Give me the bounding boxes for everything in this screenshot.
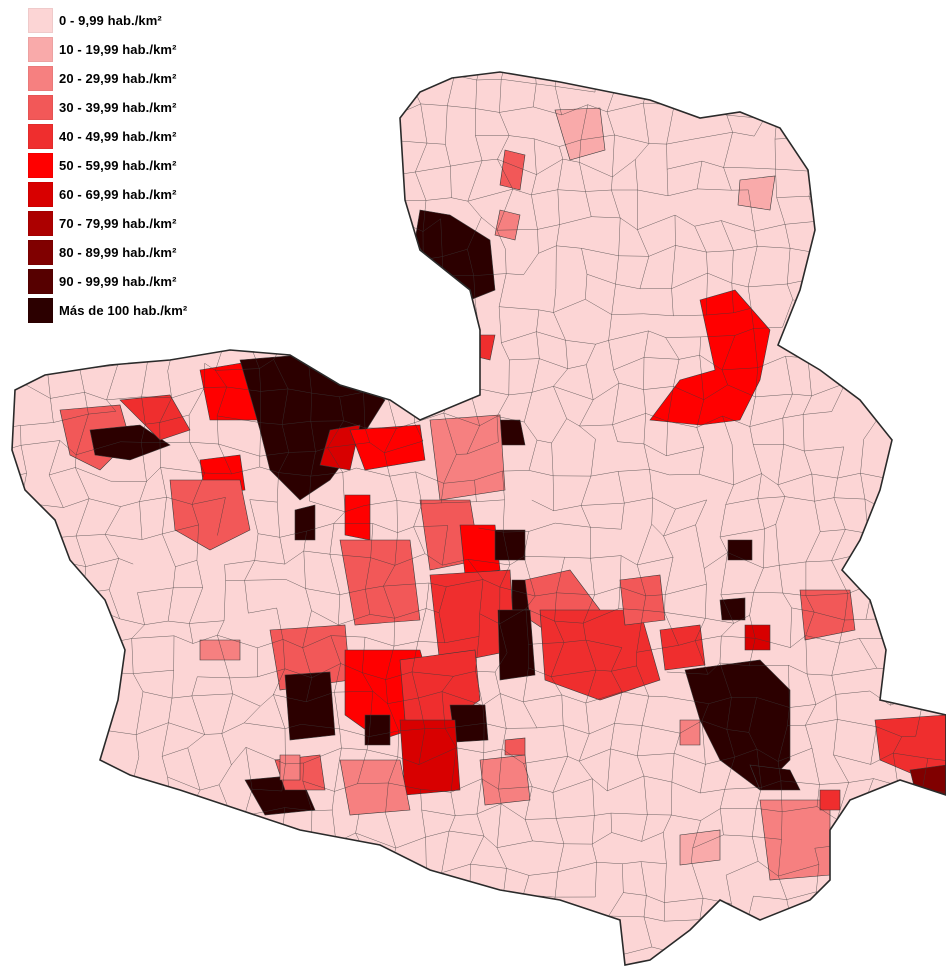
municipality-polygon [494,529,526,561]
municipality-polygon [744,624,771,651]
municipality-polygon [339,759,411,816]
density-legend: 0 - 9,99 hab./km² 10 - 19,99 hab./km² 20 -… [28,6,187,325]
municipality-polygon [199,639,241,661]
municipality-polygon [719,597,746,621]
municipality-polygon [294,504,316,541]
legend-swatch [28,37,53,62]
municipality-polygon [504,737,526,756]
legend-swatch [28,240,53,265]
municipality-polygon [364,714,391,746]
legend-label: 20 - 29,99 hab./km² [59,71,177,86]
legend-item: 60 - 69,99 hab./km² [28,180,187,209]
legend-swatch [28,182,53,207]
legend-label: Más de 100 hab./km² [59,303,188,318]
legend-label: 90 - 99,99 hab./km² [59,274,177,289]
municipality-polygon [819,789,841,811]
municipality-polygon [344,494,371,541]
legend-label: 80 - 89,99 hab./km² [59,245,177,260]
municipality-polygon [339,539,421,626]
legend-item: 0 - 9,99 hab./km² [28,6,187,35]
legend-label: 50 - 59,99 hab./km² [59,158,177,173]
municipality-polygon [499,149,526,191]
municipality-polygon [279,754,301,781]
municipality-polygon [399,719,461,796]
municipality-polygon [909,764,946,796]
legend-swatch [28,95,53,120]
legend-swatch [28,124,53,149]
municipality-polygon [727,539,753,561]
legend-swatch [28,8,53,33]
legend-label: 30 - 39,99 hab./km² [59,100,177,115]
municipality-polygon [759,799,831,881]
legend-swatch [28,153,53,178]
legend-swatch [28,269,53,294]
legend-item: 70 - 79,99 hab./km² [28,209,187,238]
legend-label: 70 - 79,99 hab./km² [59,216,177,231]
legend-swatch [28,298,53,323]
legend-label: 40 - 49,99 hab./km² [59,129,177,144]
municipality-polygon [119,394,191,441]
legend-item: 40 - 49,99 hab./km² [28,122,187,151]
legend-item: 80 - 89,99 hab./km² [28,238,187,267]
municipality-polygon [349,424,426,471]
municipality-polygon [749,764,801,791]
legend-item: 30 - 39,99 hab./km² [28,93,187,122]
municipality-polygon [799,589,856,641]
municipality-polygon [429,414,506,501]
municipality-polygon [679,829,721,866]
legend-label: 10 - 19,99 hab./km² [59,42,177,57]
legend-label: 0 - 9,99 hab./km² [59,13,162,28]
municipality-polygon [649,289,771,426]
municipality-polygon [89,424,171,461]
municipality-polygon [679,719,701,746]
legend-item: Más de 100 hab./km² [28,296,187,325]
legend-item: 20 - 29,99 hab./km² [28,64,187,93]
municipality-polygon [284,671,336,741]
municipality-polygon [659,624,706,671]
municipality-polygon [459,524,501,576]
legend-swatch [28,66,53,91]
legend-item: 50 - 59,99 hab./km² [28,151,187,180]
legend-item: 90 - 99,99 hab./km² [28,267,187,296]
municipality-polygon [619,574,666,626]
municipality-polygon [479,754,531,806]
municipality-polygon [554,107,606,161]
municipality-polygon [169,479,251,551]
municipality-polygon [494,209,521,241]
legend-label: 60 - 69,99 hab./km² [59,187,177,202]
legend-swatch [28,211,53,236]
legend-item: 10 - 19,99 hab./km² [28,35,187,64]
municipality-polygon [737,175,776,211]
municipality-polygon [497,609,536,681]
